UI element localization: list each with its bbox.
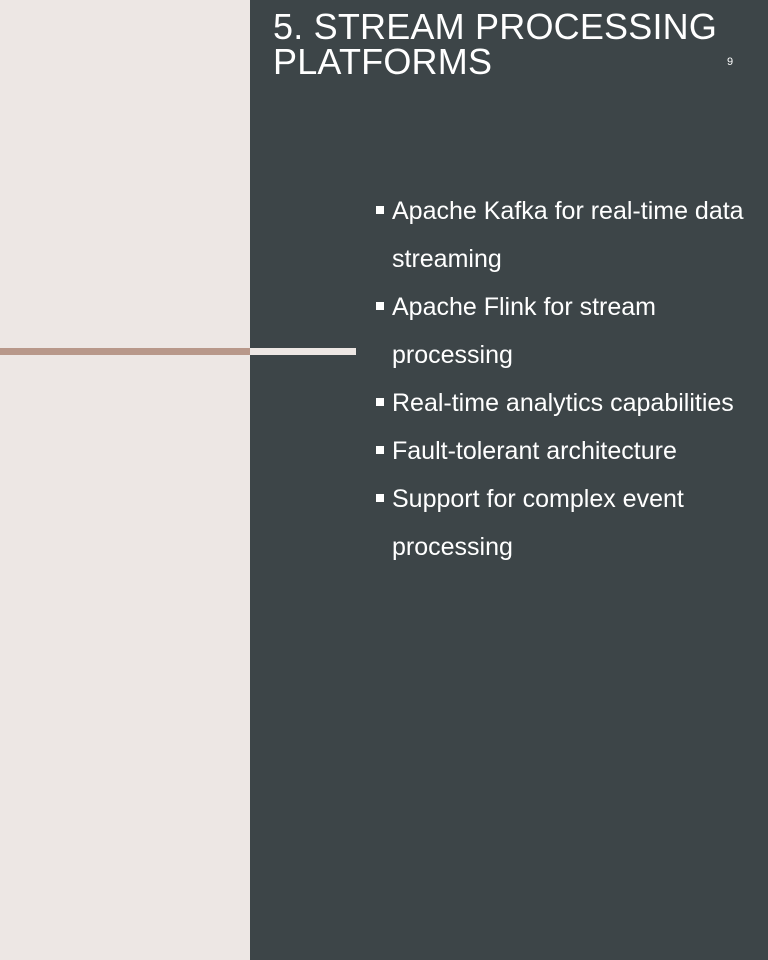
bullet-list: Apache Kafka for real-time data streamin… xyxy=(376,187,748,571)
bullet-text: Real-time analytics capabilities xyxy=(392,389,734,417)
slide-title: 5. STREAM PROCESSING PLATFORMS xyxy=(273,6,743,82)
square-bullet-icon xyxy=(376,302,384,310)
bullet-text: Support for complex event processing xyxy=(392,485,684,561)
page-number: 9 xyxy=(726,56,734,68)
left-panel xyxy=(0,0,250,960)
bullet-text: Fault-tolerant architecture xyxy=(392,437,677,465)
square-bullet-icon xyxy=(376,206,384,214)
right-panel xyxy=(250,0,768,960)
bullet-text: Apache Flink for stream processing xyxy=(392,293,656,369)
bullet-item: Real-time analytics capabilities xyxy=(376,379,748,427)
square-bullet-icon xyxy=(376,446,384,454)
bullet-item: Apache Kafka for real-time data streamin… xyxy=(376,187,748,283)
bullet-item: Fault-tolerant architecture xyxy=(376,427,748,475)
square-bullet-icon xyxy=(376,398,384,406)
bullet-item: Apache Flink for stream processing xyxy=(376,283,748,379)
square-bullet-icon xyxy=(376,494,384,502)
slide-title-line-2: PLATFORMS xyxy=(273,41,493,82)
accent-line xyxy=(0,348,250,355)
bullet-item: Support for complex event processing xyxy=(376,475,748,571)
divider-line xyxy=(250,348,356,355)
bullet-text: Apache Kafka for real-time data streamin… xyxy=(392,197,744,273)
slide-title-line-1: 5. STREAM PROCESSING xyxy=(273,6,718,47)
